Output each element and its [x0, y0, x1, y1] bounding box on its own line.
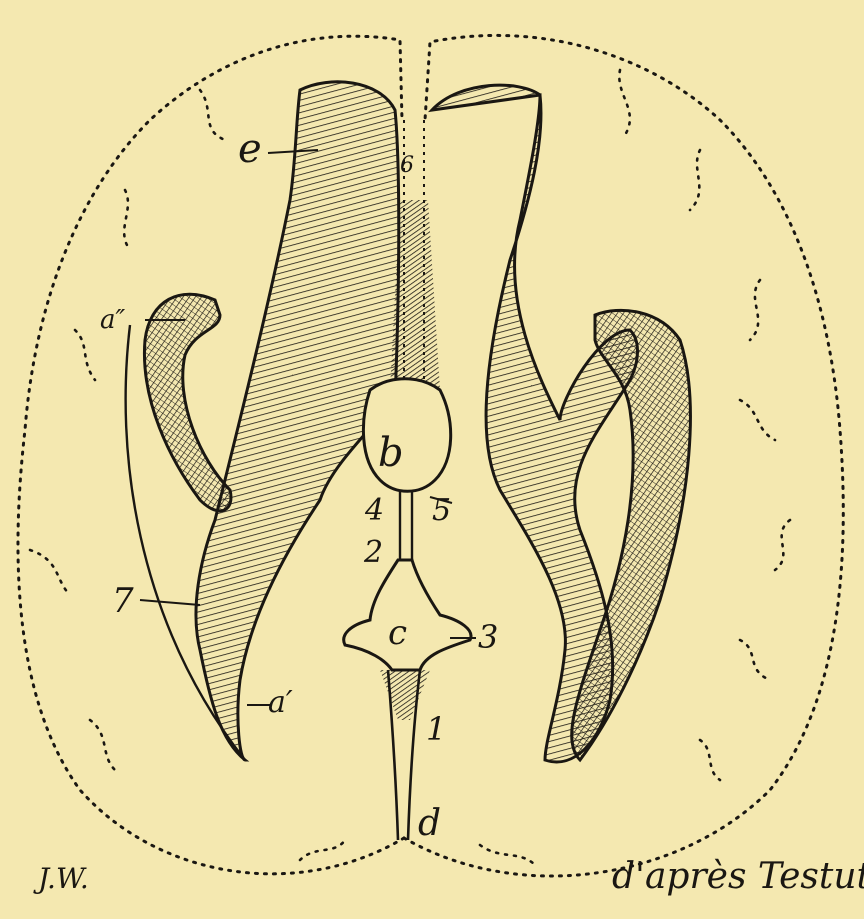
- aqueduct: [400, 490, 412, 560]
- brain-outline-right: [404, 35, 843, 876]
- label-4: 4: [364, 493, 384, 528]
- label-e: e: [238, 126, 262, 172]
- label-2: 2: [363, 535, 383, 570]
- canal-shading: [380, 670, 430, 720]
- left-temporal-horn: [144, 294, 231, 511]
- label-6: 6: [400, 153, 414, 178]
- label-a-prime: a′: [268, 685, 293, 720]
- label-5: 5: [432, 493, 451, 528]
- label-7: 7: [112, 581, 134, 621]
- label-a-double-prime: a″: [100, 305, 126, 335]
- third-ventricle: [363, 379, 450, 492]
- label-b: b: [378, 430, 404, 476]
- signature-left: J.W.: [33, 862, 89, 895]
- label-3: 3: [478, 618, 498, 656]
- fourth-ventricle: [344, 560, 471, 670]
- label-1: 1: [426, 710, 446, 748]
- label-d: d: [418, 803, 441, 844]
- label-c: c: [388, 613, 407, 653]
- signature-right: d'après Testut.: [612, 856, 864, 897]
